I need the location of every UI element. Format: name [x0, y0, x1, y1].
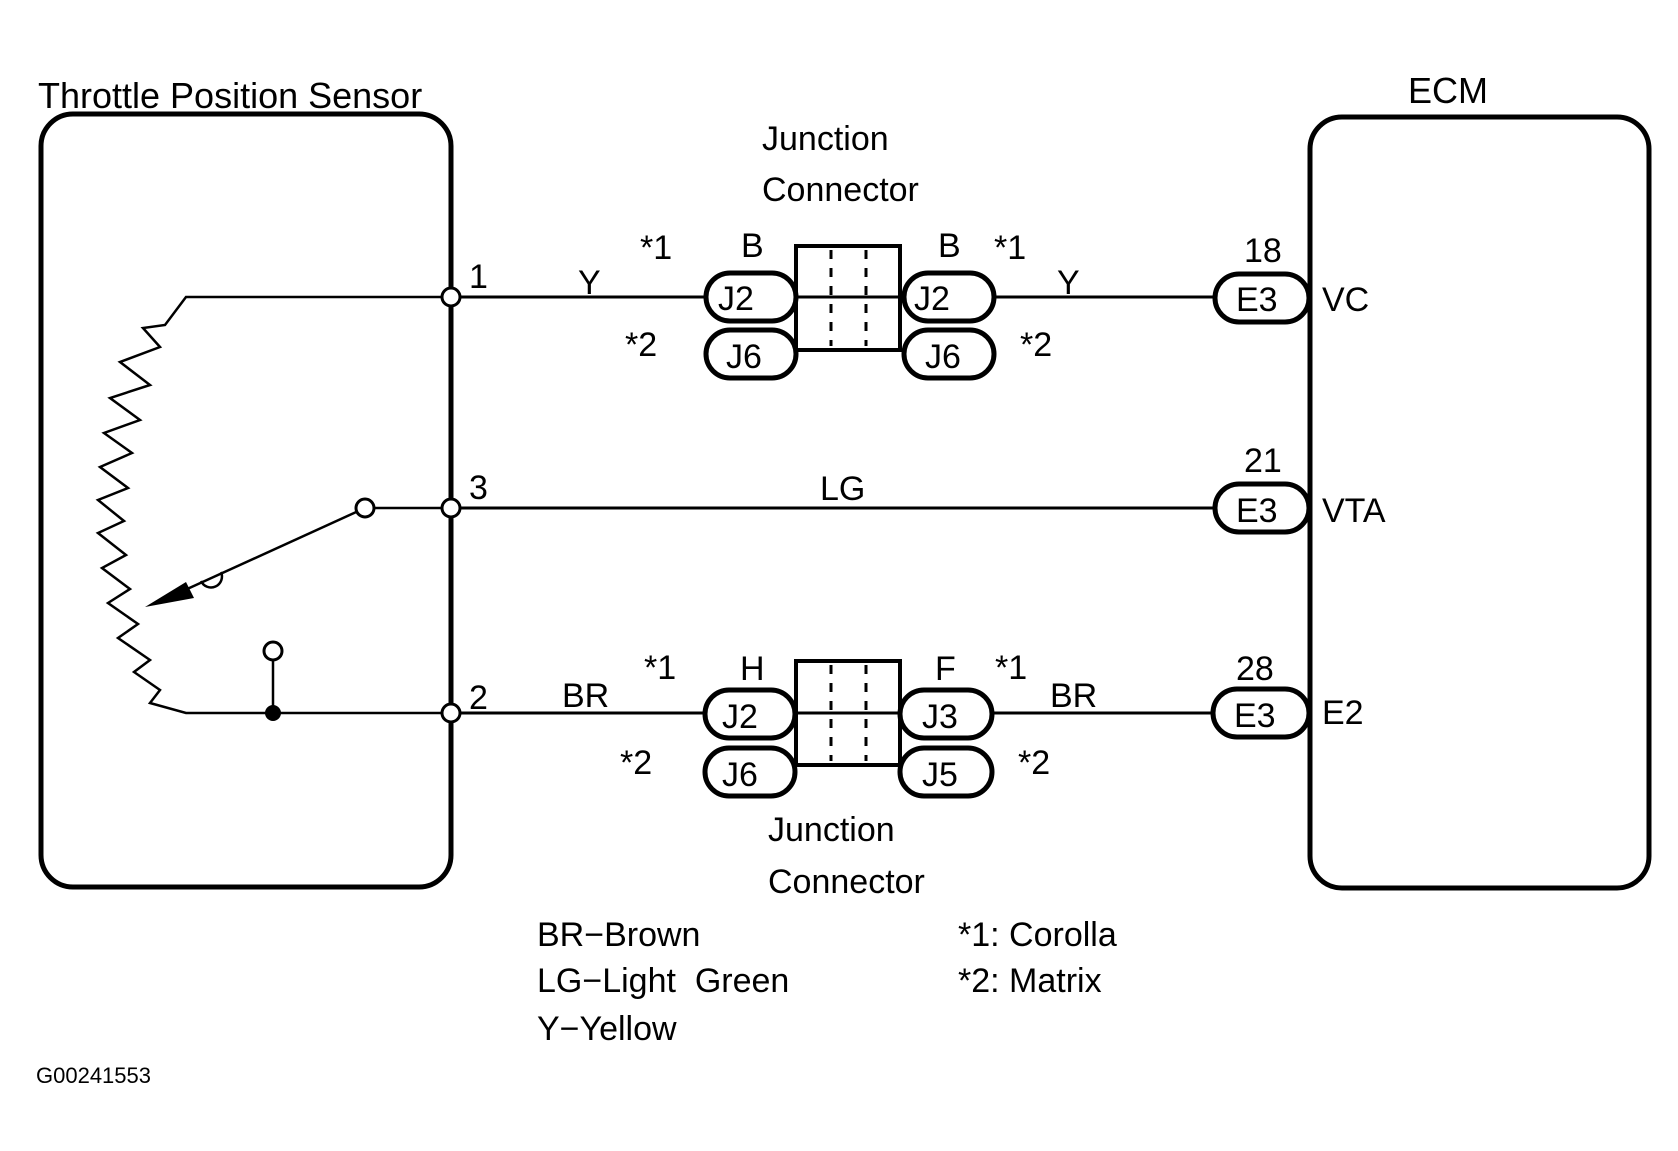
ecm-terminal-vta: 21 E3 VTA — [1212, 442, 1386, 535]
wire-vc: Y Y — [460, 264, 1222, 302]
junction-top-right-variant-1: *1 — [994, 229, 1026, 267]
junction-bottom-left-variant-1: *1 — [644, 649, 676, 687]
ecm-terminal-vc-signal: VC — [1322, 281, 1369, 319]
junction-bottom-right-conn-2 — [897, 745, 995, 799]
junction-top-left-conn-1 — [703, 270, 799, 324]
ecm-terminal-e2-connector — [1210, 686, 1312, 740]
junction-bottom-title-2: Connector — [768, 863, 925, 901]
legend-color-lg: LG−Light Green — [537, 962, 789, 1000]
wire-vc-right-color: Y — [1057, 264, 1080, 302]
junction-bottom-right-variant-2: *2 — [1018, 744, 1050, 782]
junction-bottom-left-conn-1-label: J2 — [722, 698, 758, 736]
junction-top-right-conn-1 — [901, 270, 997, 324]
ecm-terminal-e2-signal: E2 — [1322, 694, 1364, 732]
sensor-pin-3 — [440, 497, 462, 519]
junction-top-left-variant-1: *1 — [640, 229, 672, 267]
ecm-terminal-vc-connector — [1212, 271, 1312, 325]
wire-e2-right-color: BR — [1050, 677, 1097, 715]
ecm-terminal-vta-pin: 21 — [1244, 442, 1282, 480]
ecm-terminal-vc-connector-label: E3 — [1236, 281, 1278, 319]
sensor-pin-1-label: 1 — [469, 258, 488, 296]
junction-top-left-variant-2: *2 — [625, 326, 657, 364]
ecm-title: ECM — [1408, 70, 1488, 111]
wire-vta-color: LG — [820, 470, 865, 508]
wiper-arm — [184, 506, 366, 592]
junction-top-left-conn-2 — [703, 327, 799, 381]
junction-bottom-right-pin: F — [935, 650, 956, 688]
junction-bottom-left-variant-2: *2 — [620, 744, 652, 782]
splice-dot — [265, 705, 281, 721]
legend-color-br: BR−Brown — [537, 916, 700, 954]
legend-variant-2: *2: Matrix — [958, 962, 1102, 1000]
ecm-terminal-vta-connector-label: E3 — [1236, 492, 1278, 530]
junction-top-right-conn-2-label: J6 — [925, 338, 961, 376]
junction-top-right-pin: B — [938, 227, 961, 265]
wire-vta: LG — [460, 470, 1222, 510]
junction-connector-top: Junction Connector B *1 *2 J2 J6 B *1 *2… — [625, 120, 1052, 381]
junction-connector-bottom: H *1 *2 J2 J6 F *1 *2 J3 J5 Junction Con… — [620, 649, 1050, 901]
ecm-terminal-vc-pin: 18 — [1244, 232, 1282, 270]
legend-variant-1: *1: Corolla — [958, 916, 1117, 954]
sensor-title: Throttle Position Sensor — [38, 75, 422, 116]
sensor-pin-3-label: 3 — [469, 469, 488, 507]
sensor-housing — [38, 111, 454, 890]
idle-contact-terminal — [262, 640, 284, 662]
legend-color-y: Y−Yellow — [537, 1010, 677, 1048]
sensor-pin-1 — [440, 286, 462, 308]
junction-bottom-right-variant-1: *1 — [995, 649, 1027, 687]
resistor-icon — [95, 295, 451, 715]
junction-top-right-variant-2: *2 — [1020, 326, 1052, 364]
sensor-pin-2-label: 2 — [469, 679, 488, 717]
junction-top-left-conn-2-label: J6 — [726, 338, 762, 376]
ecm-terminal-e2-pin: 28 — [1236, 650, 1274, 688]
ecm-terminal-vta-connector — [1212, 481, 1312, 535]
junction-bottom-left-conn-1 — [702, 687, 798, 741]
junction-bottom-left-conn-2-label: J6 — [722, 756, 758, 794]
ecm-terminal-e2: 28 E3 E2 — [1210, 650, 1364, 740]
wire-e2-left-color: BR — [562, 677, 609, 715]
legend: BR−Brown LG−Light Green Y−Yellow *1: Cor… — [537, 916, 1117, 1048]
throttle-position-sensor: Throttle Position Sensor 1 3 2 — [38, 75, 488, 890]
ecm: ECM — [1307, 70, 1652, 891]
junction-bottom-title-1: Junction — [768, 811, 895, 849]
junction-bottom-left-pin: H — [740, 650, 765, 688]
sensor-pin-2 — [440, 702, 462, 724]
junction-bottom-right-conn-1-label: J3 — [922, 698, 958, 736]
junction-bottom-right-conn-1 — [897, 687, 995, 741]
junction-top-title-2: Connector — [762, 171, 919, 209]
wire-e2: BR BR — [460, 677, 1222, 715]
figure-id: G00241553 — [36, 1063, 151, 1088]
ecm-terminal-vc: 18 E3 VC — [1212, 232, 1369, 325]
ecm-terminal-e2-connector-label: E3 — [1234, 697, 1276, 735]
junction-bottom-right-conn-2-label: J5 — [922, 756, 958, 794]
junction-bottom-left-conn-2 — [702, 745, 798, 799]
junction-top-right-conn-1-label: J2 — [914, 280, 950, 318]
wiper-pivot-icon — [199, 571, 224, 589]
wire-vc-left-color: Y — [578, 264, 601, 302]
junction-top-right-conn-2 — [901, 327, 997, 381]
junction-top-title-1: Junction — [762, 120, 889, 158]
junction-top-left-pin: B — [741, 227, 764, 265]
junction-top-left-conn-1-label: J2 — [718, 280, 754, 318]
wiper-arrow-icon — [145, 582, 194, 607]
wiper-terminal — [354, 497, 376, 519]
ecm-terminal-vta-signal: VTA — [1322, 492, 1386, 530]
